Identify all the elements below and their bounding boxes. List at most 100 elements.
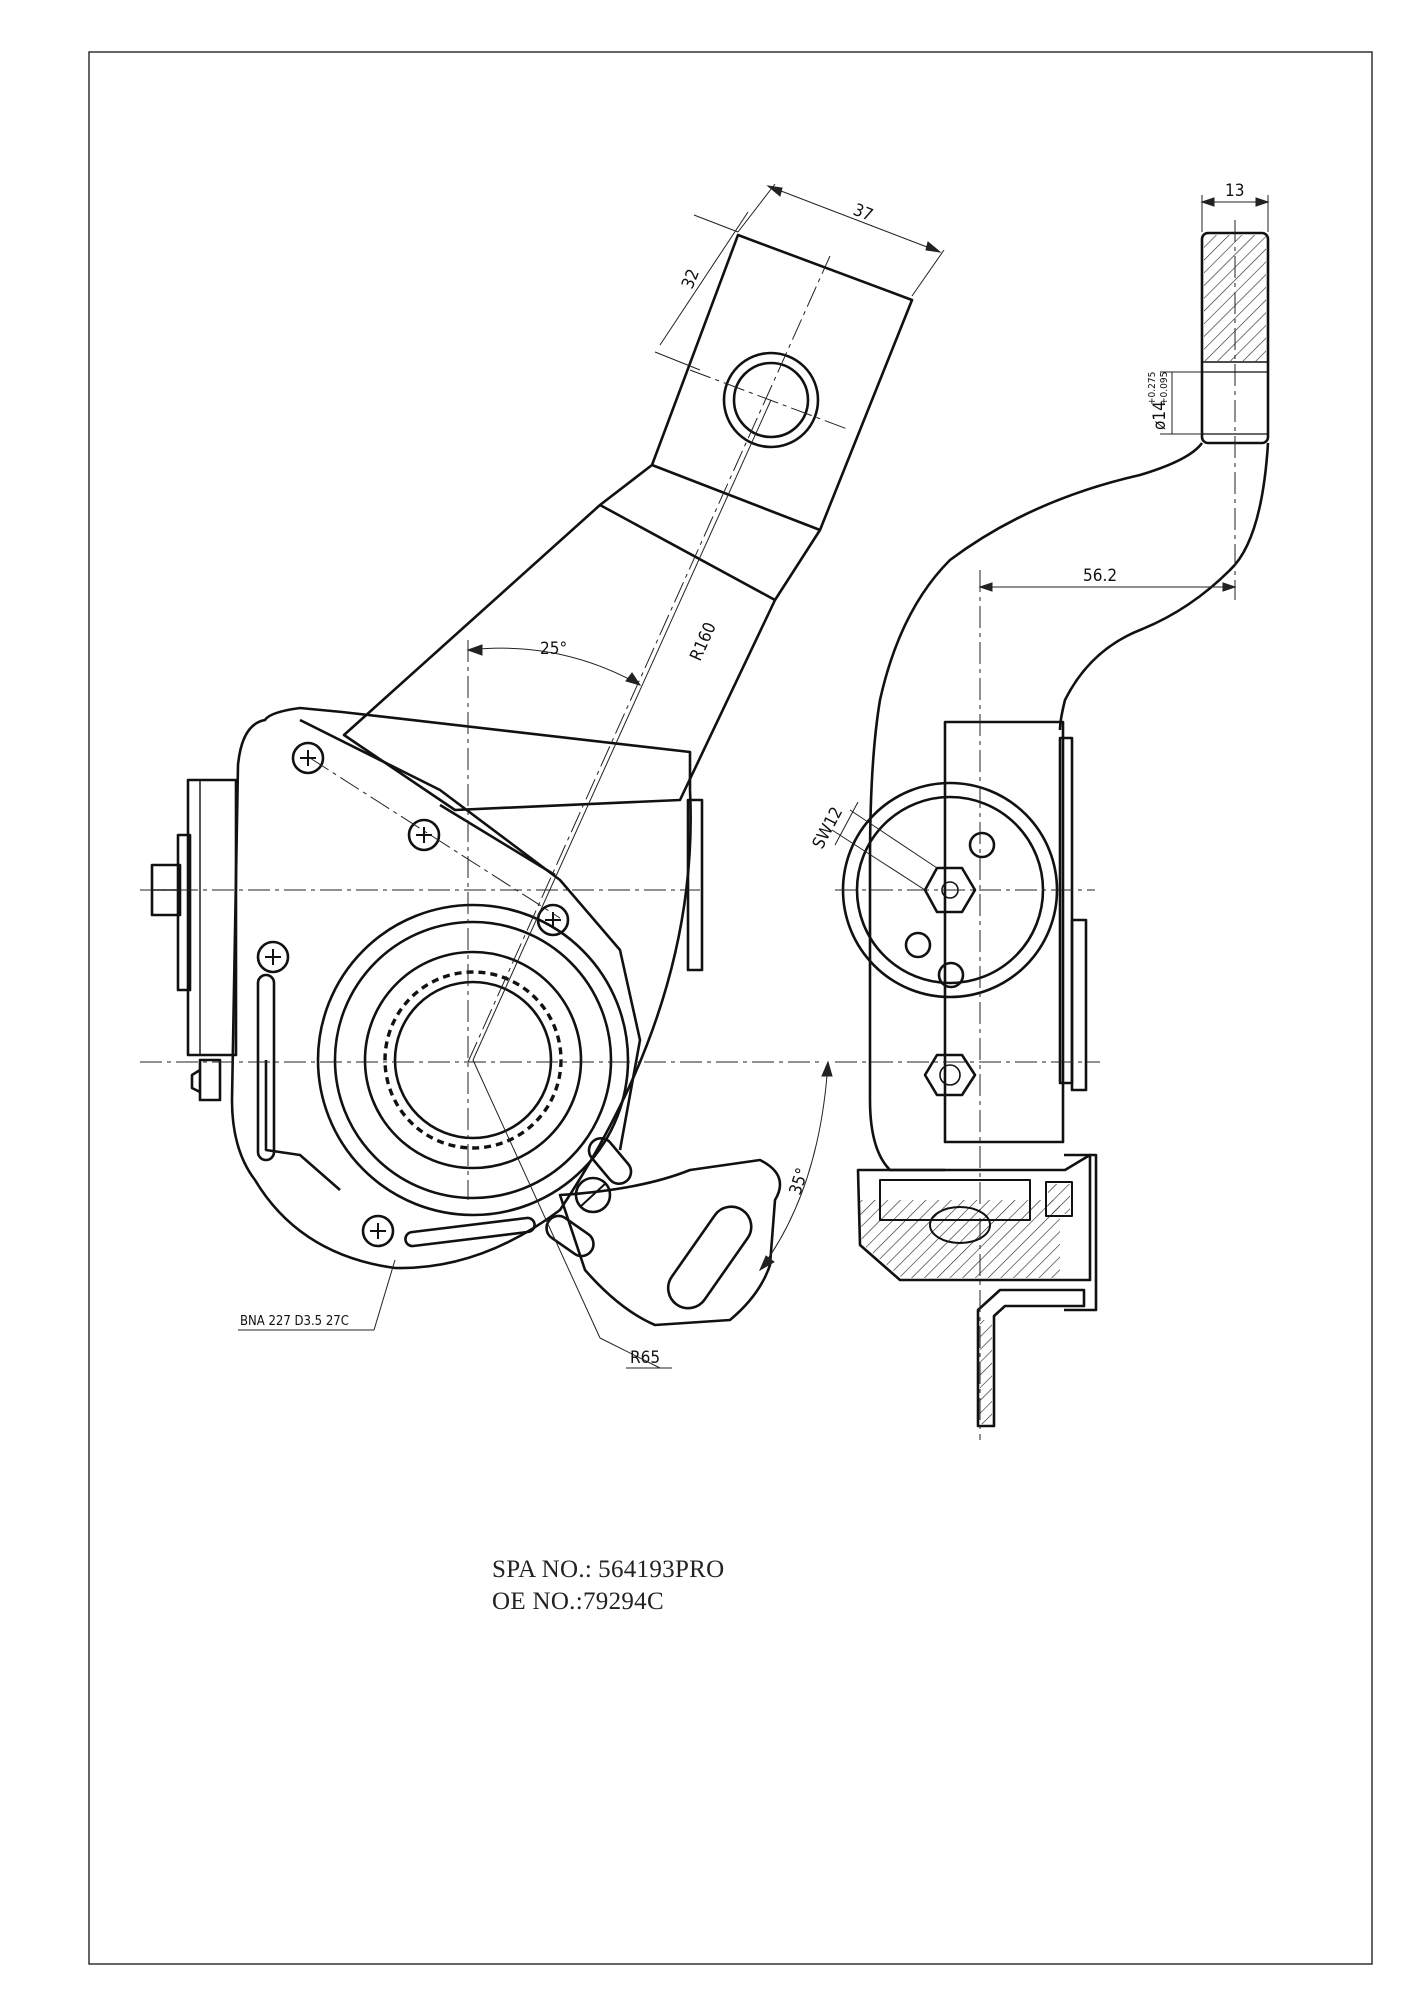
leader-r65: [599, 1337, 661, 1369]
arrow-37b: [925, 241, 942, 253]
dim-text-r160: R160: [686, 620, 720, 665]
lower-tab-screw-slot: [579, 1182, 607, 1208]
screw-3: [536, 903, 570, 937]
side-right-lip: [1064, 1153, 1098, 1312]
side-body-plate: [1058, 736, 1074, 1085]
lower-tab-screw: [574, 1176, 612, 1214]
spline-ring-outer: [316, 903, 630, 1217]
side-seal: [1045, 1181, 1073, 1217]
side-bottom-bracket: [976, 1288, 1086, 1428]
lower-tab-slot: [666, 1205, 753, 1310]
screw-4: [256, 940, 290, 974]
spline-root: [393, 980, 553, 1140]
dim-text-sw12: SW12: [809, 804, 847, 853]
left-boss: [186, 778, 238, 1057]
side-right-plate: [1070, 918, 1088, 1092]
screw-5: [361, 1214, 395, 1248]
spline-note: BNA 227 D3.5 27C: [240, 1314, 349, 1329]
arrow-13a: [1200, 197, 1215, 207]
front-view-dimensions: [140, 183, 945, 1369]
side-hub-hole-2: [904, 931, 932, 959]
arrow-13b: [1255, 197, 1270, 207]
housing-plate: [299, 718, 642, 1151]
side-lower-nut: [923, 1053, 977, 1097]
housing-bottom-slot: [404, 1216, 536, 1248]
dim-line-32: [659, 211, 749, 346]
caption-spa-number: SPA NO.:564193PRO: [492, 1556, 725, 1584]
dim-text-56: 56.2: [1083, 566, 1117, 586]
side-arm-curve: [868, 442, 1204, 861]
oe-label: OE NO.:: [492, 1588, 583, 1615]
dim-text-r65: R65: [630, 1348, 660, 1368]
ext-line-sw12a: [849, 809, 938, 869]
leader-spline-diag: [373, 1259, 396, 1331]
side-seal-hatch: [1048, 1184, 1070, 1214]
centerline-bolt-row: [309, 757, 561, 919]
radius-65-line: [472, 1059, 601, 1339]
side-view: [841, 231, 1270, 1428]
dim-line-37: [767, 185, 941, 253]
arc-35deg: [759, 1061, 829, 1271]
arm-band-2: [599, 503, 776, 602]
arrow-35a: [821, 1060, 833, 1077]
lower-slot-b: [545, 1214, 595, 1258]
dim-text-hole-tol-upper: +0.275: [1147, 372, 1158, 405]
housing-body: [230, 706, 692, 1270]
arc-25deg: [467, 647, 641, 686]
side-lower-nut-bore: [939, 1064, 961, 1086]
dim-text-32: 32: [678, 266, 704, 292]
spa-label: SPA NO.:: [492, 1556, 593, 1583]
side-hub-hole-3: [937, 961, 965, 989]
dim-text-hole: ø14: [1150, 401, 1170, 430]
arm-hole-outer: [722, 351, 820, 449]
dim-text-37: 37: [850, 200, 876, 226]
side-bottom-section: [856, 1153, 1092, 1282]
arrow-25a: [466, 644, 483, 656]
ext-line-37b: [911, 249, 945, 297]
spline-ring-inner: [363, 950, 583, 1170]
side-view-dimensions: [831, 195, 1270, 1440]
lower-slot-a: [587, 1136, 633, 1186]
grease-nipple: [190, 1058, 222, 1102]
arrow-56b: [1222, 582, 1237, 592]
screw-2: [407, 818, 441, 852]
dim-text-13: 13: [1225, 181, 1244, 201]
ext-line-32b: [654, 351, 701, 371]
left-boss-cap: [176, 833, 192, 992]
side-bearing: [879, 1179, 1031, 1221]
spline-bore: [383, 970, 563, 1150]
arm-band-1: [651, 463, 821, 532]
dim-text-hole-group: ø14 +0.275 +0.095: [1147, 372, 1170, 430]
arrow-37a: [766, 185, 783, 197]
dim-text-25deg: 25°: [540, 639, 567, 659]
arm-hole-axis: [689, 369, 851, 431]
caption-oe-number: OE NO.:79294C: [492, 1588, 664, 1616]
side-hub-hole-1: [968, 831, 996, 859]
housing-side-slot: [256, 973, 276, 1162]
dim-line-sw12: [834, 801, 859, 846]
screw-1: [291, 741, 325, 775]
arrow-25b: [625, 672, 642, 686]
side-bearing-ball: [929, 1206, 991, 1244]
arrow-56a: [978, 582, 993, 592]
spline-ring-mid: [333, 920, 613, 1200]
arrow-35b: [758, 1255, 775, 1272]
ext-line-32a: [693, 214, 739, 233]
side-body: [943, 720, 1065, 1144]
radius-160-line: [472, 399, 772, 1061]
lower-tab: [558, 1158, 782, 1327]
front-view: [150, 233, 914, 1327]
ext-line-sw12b: [831, 829, 926, 891]
drawing-frame: [88, 51, 1373, 1965]
lever-arm: [342, 233, 914, 812]
ext-line-37a: [737, 183, 776, 233]
right-stub: [686, 798, 704, 972]
oe-value: 79294C: [582, 1588, 664, 1615]
centerline-arm: [467, 255, 831, 1063]
arm-hole-inner: [732, 361, 810, 439]
clip-wire: [264, 1060, 341, 1191]
side-bracket-hatch: [980, 1320, 992, 1424]
dim-text-hole-tol-lower: +0.095: [1159, 372, 1170, 405]
side-arm-curve-inner: [1058, 442, 1270, 731]
